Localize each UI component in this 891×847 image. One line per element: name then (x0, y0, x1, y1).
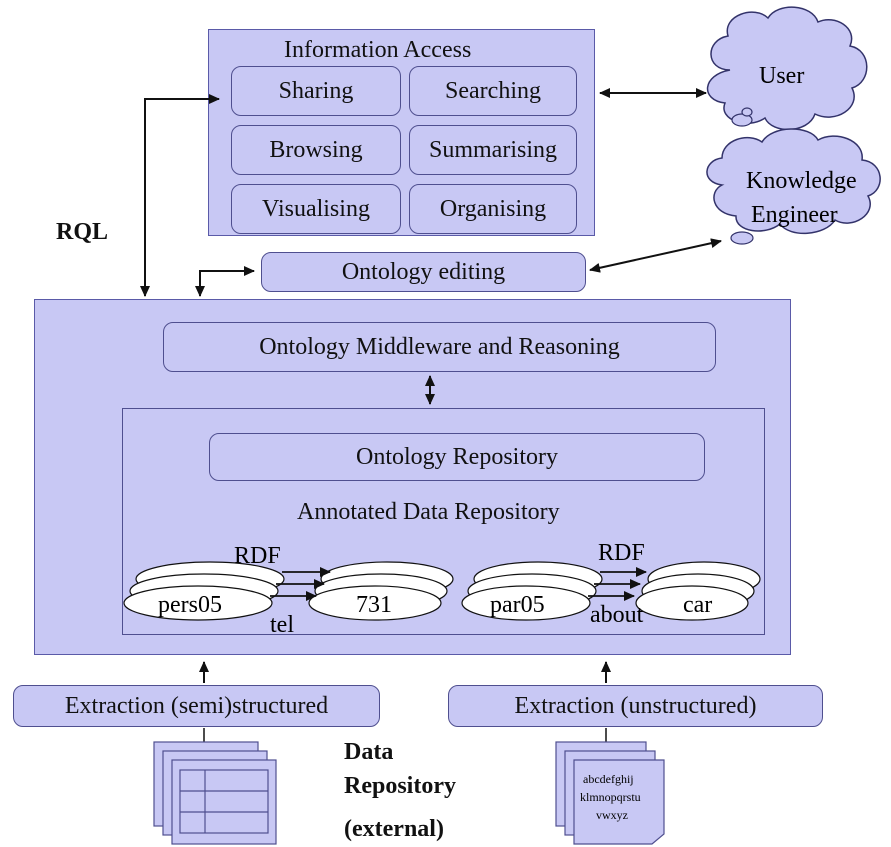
tel-label: tel (270, 612, 294, 638)
doc-text-line-3: vwxyz (596, 808, 628, 822)
structured-document-stack (153, 728, 277, 845)
user-cloud: User (706, 6, 868, 131)
doc-text-line-1: abcdefghij (583, 772, 634, 786)
rql-label: RQL (56, 219, 109, 245)
unstructured-document-stack: abcdefghij klmnopqrstu vwxyz (555, 728, 665, 845)
middleware-box: Ontology Middleware and Reasoning (163, 322, 716, 372)
visualising-box: Visualising (231, 184, 401, 234)
organising-box: Organising (409, 184, 577, 234)
browsing-box: Browsing (231, 125, 401, 175)
searching-box: Searching (409, 66, 577, 116)
car-label: car (683, 592, 712, 618)
repository-panel (122, 408, 765, 635)
doc-text-line-2: klmnopqrstu (580, 790, 641, 804)
data-repository-label-2: Repository (344, 773, 456, 799)
extraction-semistructured-box: Extraction (semi)structured (13, 685, 380, 727)
rdf-label-1: RDF (234, 543, 281, 569)
data-repository-label-1: Data (344, 739, 394, 765)
knowledge-label: Knowledge (746, 168, 857, 194)
rdf-label-2: RDF (598, 540, 645, 566)
arrows (140, 88, 722, 683)
annotated-repository-title: Annotated Data Repository (297, 499, 560, 525)
rdf-graph-par05: par05 car RDF about (461, 540, 761, 628)
sharing-box: Sharing (231, 66, 401, 116)
knowledge-engineer-cloud: Knowledge Engineer (706, 128, 881, 245)
value-731-label: 731 (356, 592, 392, 618)
par05-label: par05 (490, 592, 545, 618)
pers05-label: pers05 (158, 592, 222, 618)
information-access-title: Information Access (284, 37, 472, 63)
ontology-repository-box: Ontology Repository (209, 433, 705, 481)
about-label: about (590, 602, 644, 628)
summarising-box: Summarising (409, 125, 577, 175)
rdf-graph-pers05: pers05 731 RDF tel (123, 543, 454, 638)
extraction-unstructured-box: Extraction (unstructured) (448, 685, 823, 727)
engineer-label: Engineer (751, 202, 838, 228)
user-label: User (759, 63, 804, 89)
data-repository-label-3: (external) (344, 816, 444, 842)
ontology-editing-box: Ontology editing (261, 252, 586, 292)
